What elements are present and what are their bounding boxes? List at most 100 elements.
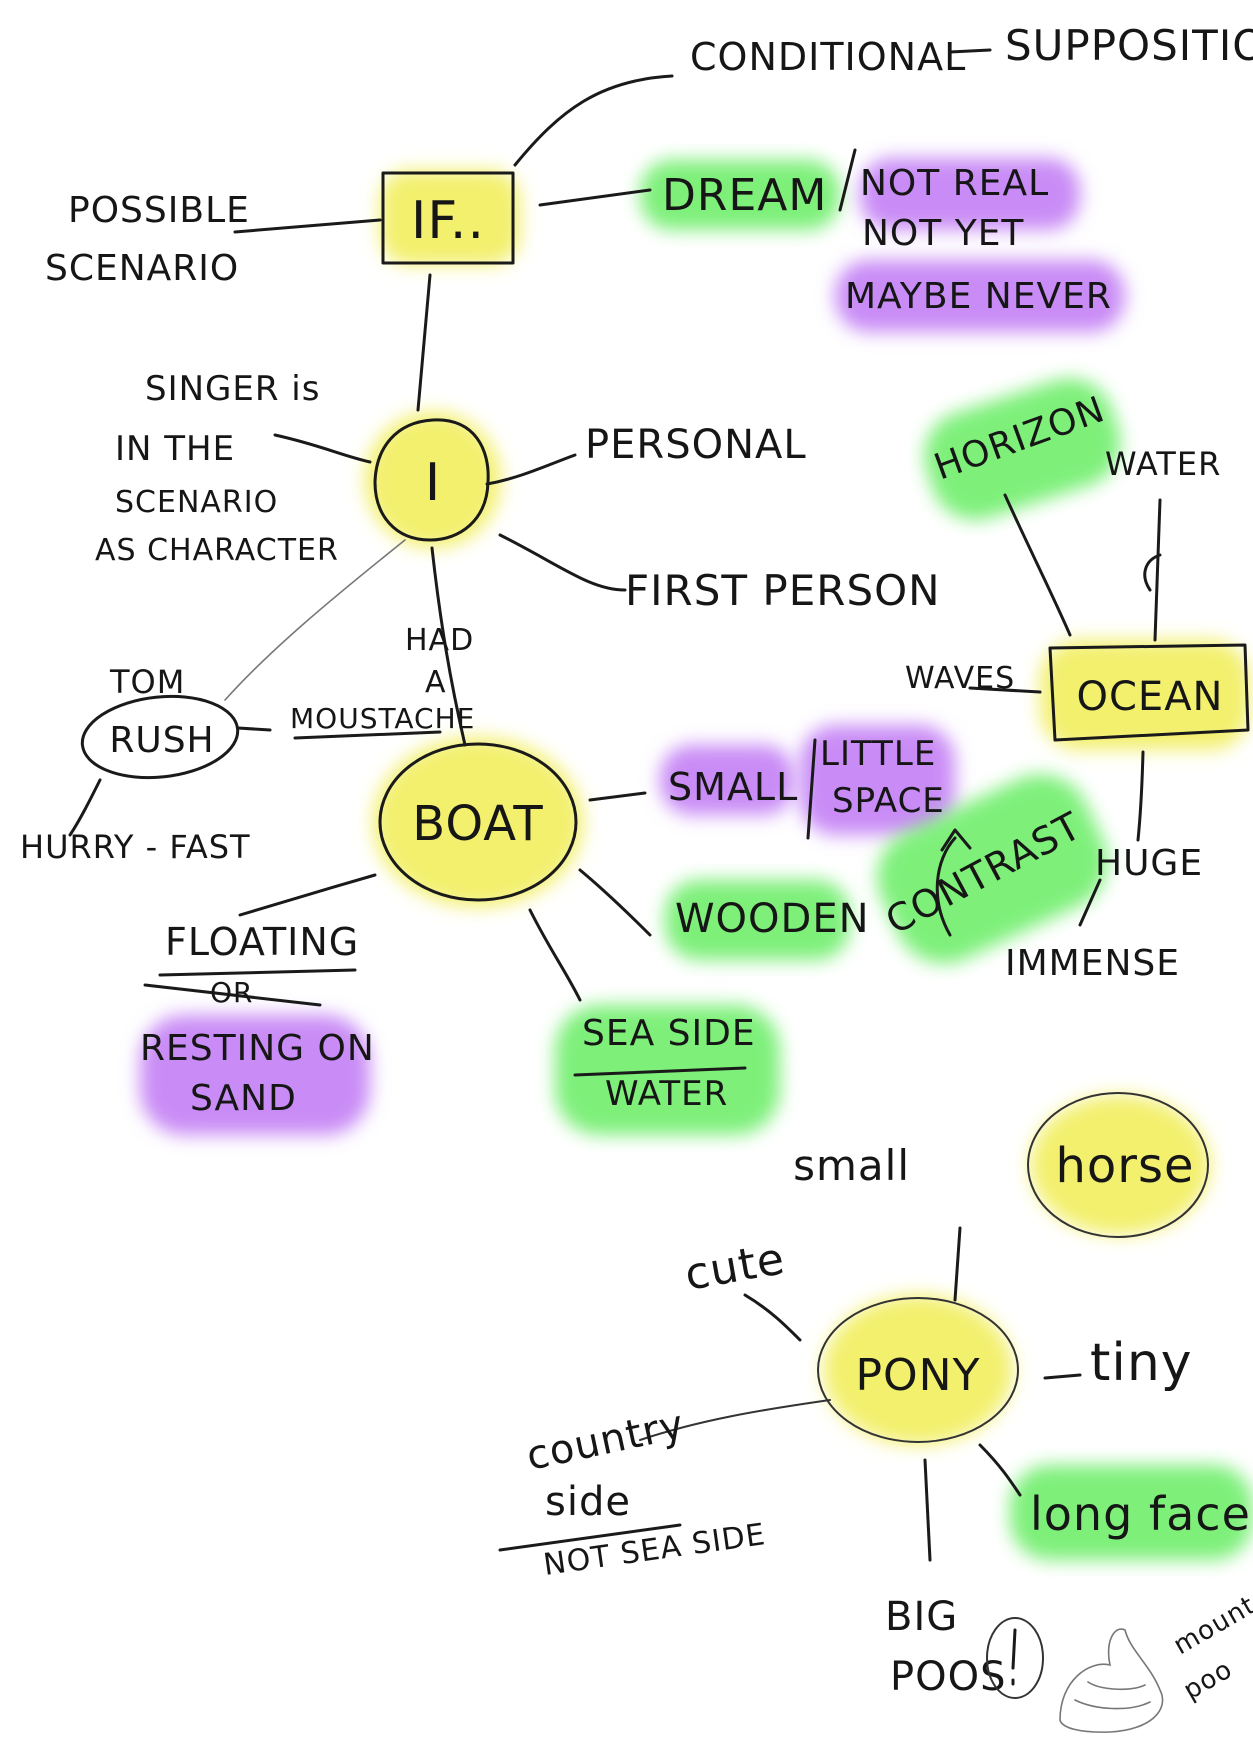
label-first-person: FIRST PERSON: [625, 566, 941, 615]
node-ocean-label: OCEAN: [1077, 674, 1224, 720]
line-pony-big: [923, 1458, 932, 1562]
label-longface: long face: [1030, 1487, 1251, 1541]
label-cute: cute: [681, 1233, 789, 1301]
label-a: A: [425, 665, 447, 700]
label-little: LITTLE: [820, 734, 936, 774]
line-singer-i: [273, 433, 372, 464]
line-boat-floating: [238, 873, 377, 917]
label-side: side: [545, 1479, 631, 1525]
node-i-label: I: [425, 453, 441, 513]
line-i-personal: [485, 453, 577, 486]
label-not-yet: NOT YET: [862, 213, 1024, 254]
label-immense: IMMENSE: [1005, 943, 1180, 984]
label-possible-2: SCENARIO: [45, 248, 239, 289]
label-resting-1: RESTING ON: [140, 1028, 375, 1069]
line-possible-if: [233, 218, 382, 234]
line-conditional-supposition: [948, 48, 992, 54]
label-singer-2: IN THE: [115, 429, 235, 469]
line-contrast-arrow: [935, 828, 972, 937]
exclamation-mark: [1011, 1628, 1017, 1686]
label-country: country: [523, 1402, 689, 1480]
line-boat-small: [588, 791, 647, 802]
line-i-rush: [224, 539, 406, 701]
label-resting-2: SAND: [190, 1078, 297, 1119]
label-not-seaside: NOT SEA SIDE: [541, 1517, 768, 1583]
if-box: [381, 171, 515, 265]
label-seaside: SEA SIDE: [582, 1013, 756, 1054]
label-poos: POOS: [890, 1654, 1006, 1700]
highlights: [140, 158, 1253, 1560]
line-waves-ocean: [968, 686, 1042, 694]
label-tom: TOM: [109, 663, 185, 701]
highlight-maybe-never: [835, 260, 1125, 332]
label-huge: HUGE: [1095, 843, 1203, 884]
label-singer-4: AS CHARACTER: [95, 533, 339, 568]
boat-circle: [378, 742, 578, 902]
label-small: SMALL: [668, 765, 798, 809]
label-moustache: MOUSTACHE: [290, 702, 475, 735]
highlight-little-space: [800, 725, 955, 835]
highlight-boat: [373, 737, 583, 907]
label-waves: WAVES: [905, 661, 1015, 696]
ocean-box: [1048, 643, 1250, 742]
line-pony-longface: [978, 1443, 1022, 1497]
line-if-i: [416, 273, 432, 412]
highlight-wooden: [665, 880, 850, 960]
node-rush-label: RUSH: [109, 720, 214, 761]
label-maybe-never: MAYBE NEVER: [845, 276, 1112, 317]
label-mount-2: poo: [1179, 1654, 1238, 1706]
label-singer-3: SCENARIO: [115, 485, 278, 520]
label-wooden: WOODEN: [675, 896, 870, 942]
label-water-top: WATER: [1105, 445, 1221, 483]
label-conditional: CONDITIONAL: [690, 35, 966, 79]
label-tiny: tiny: [1090, 1333, 1193, 1393]
line-water-hook: [1143, 553, 1162, 592]
label-possible-1: POSSIBLE: [68, 190, 250, 231]
line-boat-wooden: [578, 868, 652, 937]
node-shapes: [80, 171, 1250, 1443]
label-big: BIG: [885, 1594, 958, 1640]
horse-circle: [1027, 1092, 1209, 1238]
label-singer-1: SINGER is: [145, 369, 320, 409]
line-i-boat: [430, 546, 467, 747]
line-country-underline: [498, 1523, 682, 1552]
label-mount-1: mount: [1169, 1590, 1253, 1661]
highlight-small: [660, 745, 795, 815]
node-if-label: IF..: [411, 191, 485, 251]
label-supposition: SUPPOSITION: [1005, 21, 1253, 70]
node-pony-label: PONY: [856, 1350, 981, 1401]
line-cute-pony: [743, 1293, 802, 1342]
line-seaside-underline: [573, 1066, 747, 1077]
line-dream-slash: [838, 148, 857, 212]
line-i-first-person: [498, 533, 627, 592]
label-personal: PERSONAL: [585, 422, 807, 468]
highlight-horse: [1030, 1095, 1210, 1235]
line-rush-moustache: [236, 726, 272, 732]
line-pony-tiny: [1043, 1373, 1082, 1380]
highlight-if: [380, 170, 520, 265]
line-small-little-slash: [806, 738, 817, 840]
node-labels: IF.. I BOAT OCEAN RUSH PONY horse: [109, 191, 1224, 1401]
highlight-i: [365, 412, 501, 548]
label-or: OR: [210, 976, 254, 1009]
highlight-contrast: [877, 774, 1108, 964]
node-horse-label: horse: [1055, 1138, 1194, 1194]
line-boat-seaside: [528, 908, 582, 1002]
i-circle: [373, 418, 490, 542]
label-hurry: HURRY - FAST: [20, 828, 251, 866]
line-if-dream: [538, 188, 652, 207]
line-or-strike: [143, 983, 322, 1007]
highlight-ocean: [1040, 640, 1250, 750]
pony-ellipse: [817, 1297, 1019, 1443]
line-rush-hurry: [68, 778, 102, 837]
label-had: HAD: [405, 623, 474, 658]
highlight-not-real: [860, 158, 1080, 230]
line-water-ocean: [1153, 498, 1162, 642]
label-small-horse: small: [793, 1141, 910, 1190]
line-pony-country: [639, 1399, 831, 1441]
label-water-low: WATER: [605, 1074, 728, 1114]
label-not-real: NOT REAL: [860, 163, 1049, 204]
exclamation-circle: [986, 1617, 1044, 1699]
rush-ellipse: [80, 694, 240, 780]
